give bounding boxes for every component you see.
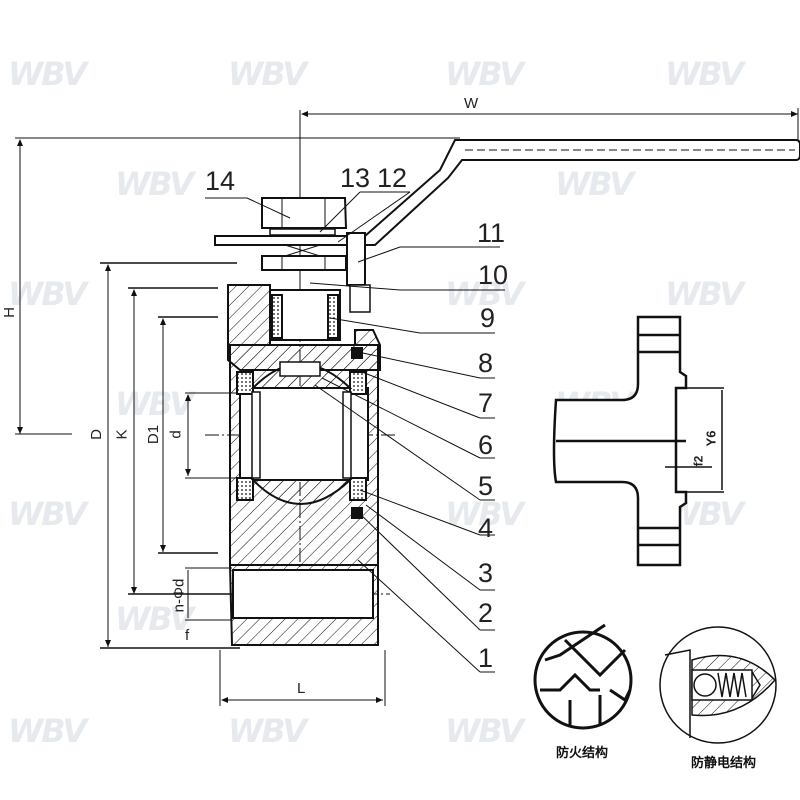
dim-d1-label: D1 [145,424,163,445]
watermark: WBV [8,712,87,750]
part-2-label: 2 [478,598,494,628]
watermark: WBV [115,385,194,423]
part-4-label: 4 [478,513,494,543]
dim-k-label: K [113,429,131,440]
watermark: WBV [445,55,524,93]
dim-f-label: f [185,627,190,644]
dim-n-phi-d-label: n-Φd [170,578,188,613]
part-8-label: 8 [478,348,494,378]
watermark: WBV [115,600,194,638]
fireproof-caption: 防火结构 [556,746,609,761]
watermark: WBV [228,55,307,93]
fireproof-detail [533,623,633,730]
part-1-label: 1 [478,643,494,673]
handle-lever [214,139,800,246]
part-6-label: 6 [478,430,494,460]
part-9-label: 9 [480,303,496,333]
part-3-label: 3 [478,558,494,588]
part-14-label: 14 [205,166,236,196]
watermark: WBV [555,165,634,203]
part-5-label: 5 [478,471,494,501]
part-10-label: 10 [478,260,509,290]
part-11-label: 11 [477,218,506,248]
dim-w-label: W [464,95,479,112]
part-7-label: 7 [478,388,494,418]
watermark: WBV [445,712,524,750]
part-13-label: 13 [340,163,371,193]
watermark: WBV [115,165,194,203]
dim-f2-label: f2 [691,455,706,467]
dim-y6-label: Y6 [703,430,719,447]
watermark: WBV [665,55,744,93]
watermark: WBV [8,495,87,533]
dim-h-label: H [0,307,18,318]
leader-lines [205,191,505,673]
watermark: WBV [8,55,87,93]
part-12-label: 12 [377,163,408,193]
antistatic-caption: 防静电结构 [691,756,757,771]
watermark: WBV [228,712,307,750]
flange-detail [552,315,724,567]
antistatic-detail [659,626,777,744]
dim-d-outer-label: D [87,429,105,440]
watermark: WBV [665,275,744,313]
watermark: WBV [445,275,524,313]
dim-l-label: L [297,680,306,697]
dim-d-bore-label: d [167,430,185,439]
